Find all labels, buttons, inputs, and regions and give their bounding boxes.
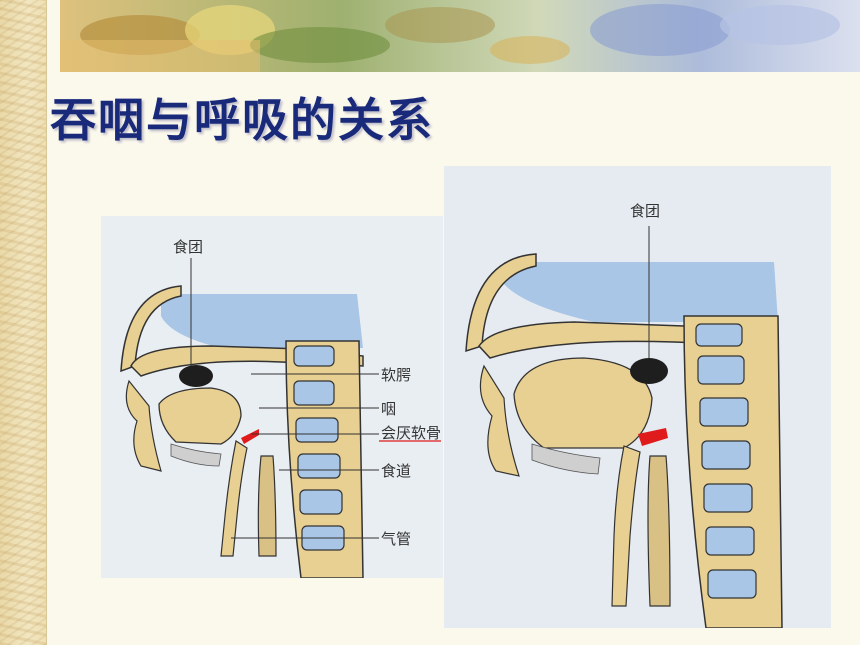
- head-cross-section-right: 食团: [465, 202, 783, 629]
- skull-outline-right: [465, 253, 537, 353]
- epiglottis-red-right: [638, 428, 668, 446]
- trachea-right: [611, 445, 641, 607]
- parchment-border: [0, 0, 47, 645]
- hyoid-area-right: [531, 443, 601, 475]
- esophagus-tube: [257, 455, 277, 557]
- epiglottis-red: [241, 429, 259, 444]
- tongue: [158, 387, 242, 445]
- diagram-breathing: 食团 软腭 咽 会厌软骨 食道 气管: [101, 216, 443, 579]
- nasal-cavity: [161, 294, 363, 348]
- tongue-right: [513, 357, 653, 449]
- label-epiglottis: 会厌软骨: [381, 424, 441, 442]
- label-soft-palate: 软腭: [381, 366, 411, 384]
- lips-jaw-right: [479, 364, 520, 477]
- hyoid-area: [170, 443, 222, 467]
- leaf-banner-decoration: [60, 0, 860, 72]
- vertebrae: [293, 345, 345, 551]
- lips-jaw: [125, 379, 162, 472]
- vertebrae-right: [695, 323, 757, 599]
- diagram-swallowing: 食团: [444, 166, 831, 629]
- label-pharynx: 咽: [381, 400, 396, 418]
- label-bolus-right: 食团: [630, 202, 660, 220]
- head-cross-section-left: 食团 软腭 咽 会厌软骨 食道 气管: [120, 238, 441, 579]
- label-trachea: 气管: [381, 530, 411, 548]
- food-bolus: [179, 365, 213, 387]
- nasal-cavity-right: [504, 262, 778, 322]
- skull-outline: [120, 285, 182, 373]
- esophagus-right: [647, 455, 671, 607]
- page-title: 吞咽与呼吸的关系: [50, 93, 434, 147]
- food-bolus-right: [630, 358, 668, 384]
- trachea: [220, 440, 248, 557]
- label-bolus-left: 食团: [173, 238, 203, 256]
- leader-lines: [190, 258, 379, 539]
- label-esophagus: 食道: [381, 462, 411, 480]
